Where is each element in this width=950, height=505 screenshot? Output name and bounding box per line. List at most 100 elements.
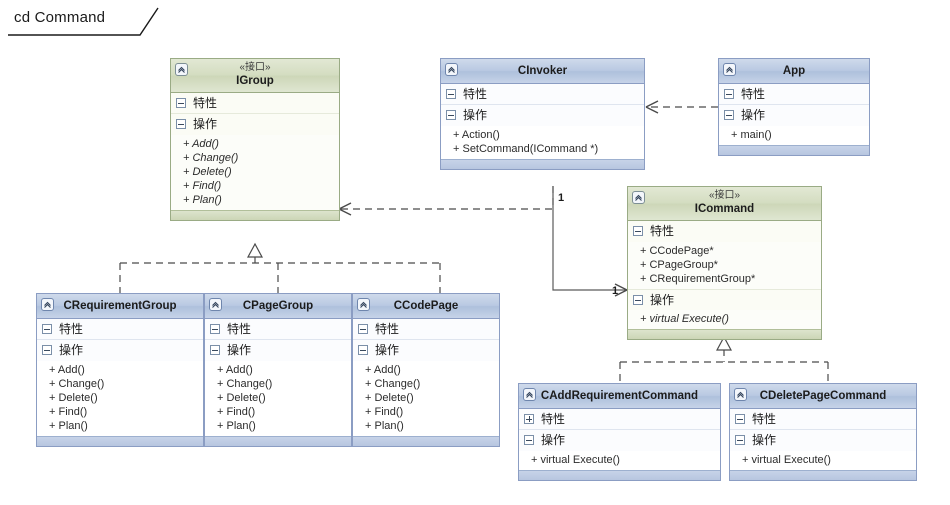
operation-list: + virtual Execute() [730, 451, 916, 470]
class-body-cpagegroup: 特性 操作 + Add() + Change() + Delete() + Fi… [205, 319, 351, 436]
chevron-up-icon[interactable] [523, 388, 536, 401]
minus-toggle-icon[interactable] [735, 414, 745, 424]
section-operations[interactable]: 操作 [730, 430, 916, 451]
operation-item: + Add() [217, 364, 253, 376]
chevron-up-icon[interactable] [209, 298, 222, 311]
section-operations[interactable]: 操作 [441, 105, 644, 126]
minus-toggle-icon[interactable] [358, 324, 368, 334]
chevron-up-icon[interactable] [723, 63, 736, 76]
section-label: 特性 [463, 87, 488, 101]
section-label: 特性 [752, 412, 777, 426]
section-operations[interactable]: 操作 [353, 340, 499, 361]
class-box-igroup[interactable]: «接口» IGroup 特性 操作 + Add() + Change() + D… [170, 58, 340, 221]
minus-toggle-icon[interactable] [176, 119, 186, 129]
operation-list: + Action() + SetCommand(ICommand *) [441, 126, 644, 159]
class-header-crequirementgroup: CRequirementGroup [37, 294, 203, 319]
class-body-cdeletepagecommand: 特性 操作 + virtual Execute() [730, 409, 916, 470]
minus-toggle-icon[interactable] [446, 110, 456, 120]
section-operations[interactable]: 操作 [205, 340, 351, 361]
minus-toggle-icon[interactable] [42, 345, 52, 355]
class-header-icommand: «接口» ICommand [628, 187, 821, 221]
minus-toggle-icon[interactable] [42, 324, 52, 334]
attribute-item: + CRequirementGroup* [640, 273, 756, 285]
minus-toggle-icon[interactable] [724, 89, 734, 99]
section-attributes[interactable]: 特性 [730, 409, 916, 430]
frame-tab-outline [8, 7, 159, 36]
class-box-ccodepage[interactable]: CCodePage 特性 操作 + Add() + Change() + Del… [352, 293, 500, 447]
class-box-cinvoker[interactable]: CInvoker 特性 操作 + Action() + SetCommand(I… [440, 58, 645, 170]
section-label: 特性 [227, 322, 252, 336]
class-stereotype: «接口» [708, 190, 741, 201]
class-header-ccodepage: CCodePage [353, 294, 499, 319]
chevron-up-icon[interactable] [632, 191, 645, 204]
class-box-cdeletepagecommand[interactable]: CDeletePageCommand 特性 操作 + virtual Execu… [729, 383, 917, 481]
class-box-app[interactable]: App 特性 操作 + main() [718, 58, 870, 156]
minus-toggle-icon[interactable] [446, 89, 456, 99]
operation-list: + virtual Execute() [628, 310, 821, 329]
section-operations[interactable]: 操作 [171, 114, 339, 135]
minus-toggle-icon[interactable] [210, 345, 220, 355]
section-operations[interactable]: 操作 [519, 430, 720, 451]
section-label: 操作 [741, 108, 766, 122]
operation-list: + Add() + Change() + Delete() + Find() +… [37, 361, 203, 436]
section-label: 特性 [541, 412, 566, 426]
class-header-caddrequirementcommand: CAddRequirementCommand [519, 384, 720, 409]
chevron-up-icon[interactable] [734, 388, 747, 401]
operation-item: + Action() [453, 129, 500, 141]
section-attributes[interactable]: 特性 [628, 221, 821, 242]
section-label: 操作 [193, 117, 218, 131]
class-body-cinvoker: 特性 操作 + Action() + SetCommand(ICommand *… [441, 84, 644, 159]
section-attributes[interactable]: 特性 [353, 319, 499, 340]
section-attributes[interactable]: 特性 [719, 84, 869, 105]
section-label: 特性 [193, 96, 218, 110]
minus-toggle-icon[interactable] [524, 435, 534, 445]
operation-item: + Change() [49, 378, 105, 390]
class-footer [719, 145, 869, 155]
section-attributes[interactable]: 特性 [519, 409, 720, 430]
class-footer [519, 470, 720, 480]
class-name: CAddRequirementCommand [540, 390, 699, 402]
class-body-crequirementgroup: 特性 操作 + Add() + Change() + Delete() + Fi… [37, 319, 203, 436]
section-attributes[interactable]: 特性 [441, 84, 644, 105]
section-attributes[interactable]: 特性 [205, 319, 351, 340]
section-attributes[interactable]: 特性 [171, 93, 339, 114]
chevron-up-icon[interactable] [41, 298, 54, 311]
diagram-title: cd Command [14, 9, 106, 26]
operation-item: + virtual Execute() [640, 313, 729, 325]
multiplicity-source: 1 [558, 192, 565, 204]
class-name: App [782, 65, 806, 77]
class-name: IGroup [236, 75, 274, 87]
minus-toggle-icon[interactable] [176, 98, 186, 108]
section-operations[interactable]: 操作 [37, 340, 203, 361]
section-label: 特性 [650, 224, 675, 238]
minus-toggle-icon[interactable] [358, 345, 368, 355]
operation-list: + Add() + Change() + Delete() + Find() +… [353, 361, 499, 436]
chevron-up-icon[interactable] [445, 63, 458, 76]
section-operations[interactable]: 操作 [719, 105, 869, 126]
minus-toggle-icon[interactable] [735, 435, 745, 445]
minus-toggle-icon[interactable] [633, 226, 643, 236]
minus-toggle-icon[interactable] [210, 324, 220, 334]
connector-cinvoker-to-igroup [338, 186, 554, 216]
operation-item: + Add() [183, 138, 219, 150]
section-label: 操作 [650, 293, 675, 307]
chevron-up-icon[interactable] [357, 298, 370, 311]
class-footer [441, 159, 644, 169]
plus-toggle-icon[interactable] [524, 414, 534, 424]
section-label: 操作 [375, 343, 400, 357]
class-box-caddrequirementcommand[interactable]: CAddRequirementCommand 特性 操作 + virtual E… [518, 383, 721, 481]
class-box-icommand[interactable]: «接口» ICommand 特性 + CCodePage* + CPageGro… [627, 186, 822, 340]
class-box-cpagegroup[interactable]: CPageGroup 特性 操作 + Add() + Change() + De… [204, 293, 352, 447]
chevron-up-icon[interactable] [175, 63, 188, 76]
class-box-crequirementgroup[interactable]: CRequirementGroup 特性 操作 + Add() + Change… [36, 293, 204, 447]
minus-toggle-icon[interactable] [633, 295, 643, 305]
diagram-frame-tab: cd Command [8, 6, 160, 36]
section-label: 特性 [375, 322, 400, 336]
class-body-icommand: 特性 + CCodePage* + CPageGroup* + CRequire… [628, 221, 821, 329]
operation-item: + Delete() [217, 392, 266, 404]
section-attributes[interactable]: 特性 [37, 319, 203, 340]
section-operations[interactable]: 操作 [628, 289, 821, 310]
operation-item: + Add() [365, 364, 401, 376]
minus-toggle-icon[interactable] [724, 110, 734, 120]
